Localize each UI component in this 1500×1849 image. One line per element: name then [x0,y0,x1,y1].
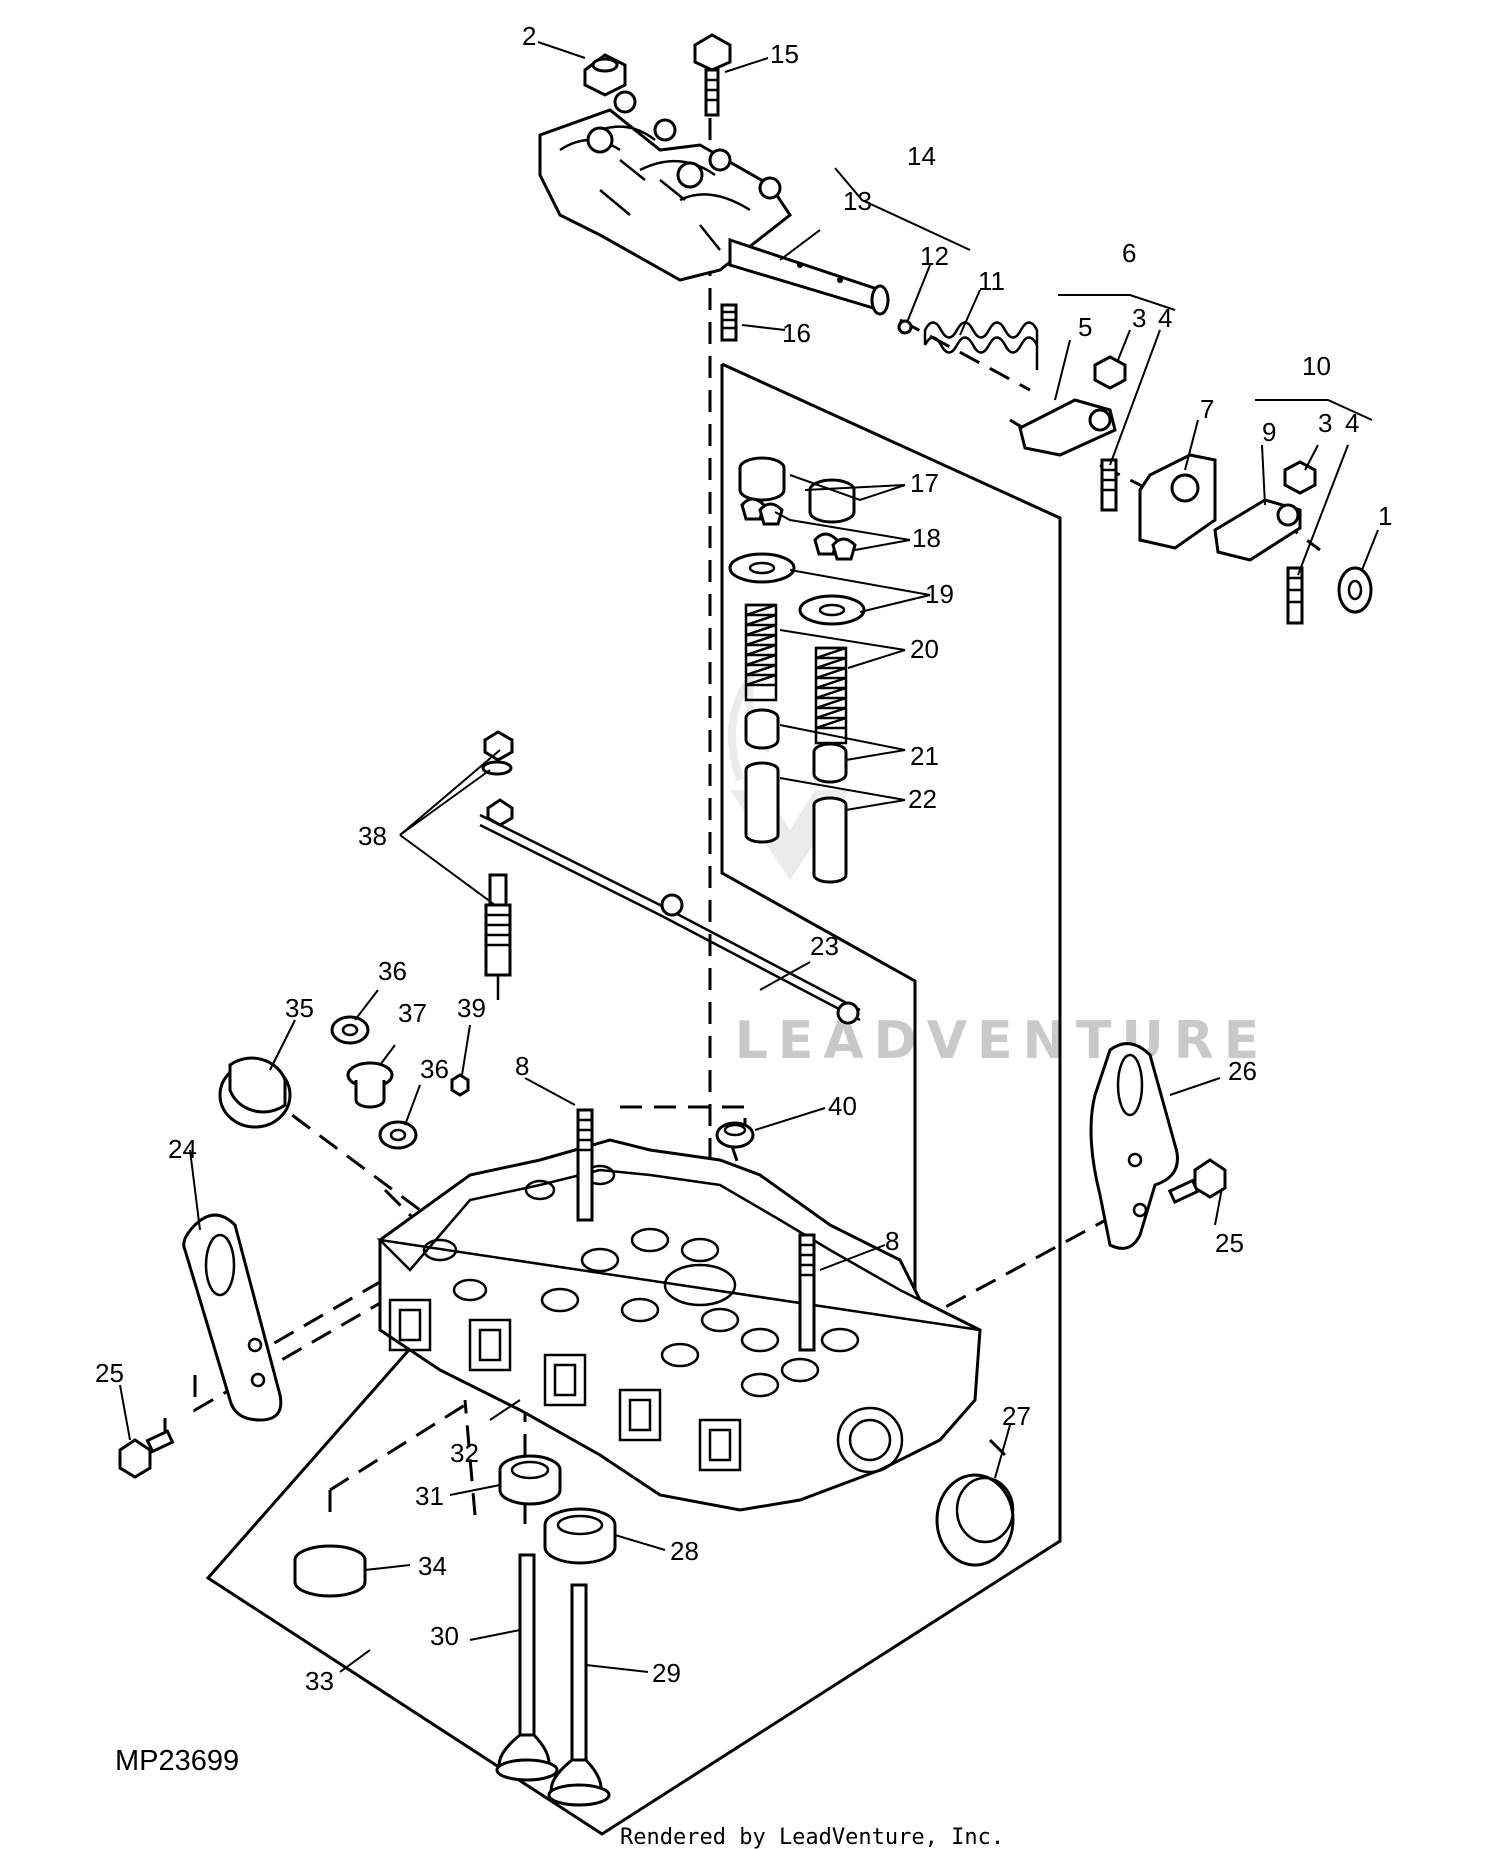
callout-12: 12 [920,241,949,271]
callout-34: 34 [418,1551,447,1581]
callout-5: 5 [1078,312,1092,342]
callout-17: 17 [910,468,939,498]
lift-bracket-right [1089,1042,1179,1250]
callout-14: 14 [907,141,936,171]
cylinder-head [376,1138,982,1512]
glow-plug-bus-bar [479,813,861,1025]
figure-code: MP23699 [115,1745,239,1777]
sleeve [346,1061,394,1109]
callout-25-b: 25 [1215,1228,1244,1258]
bracket-bolt-right [1167,1158,1227,1204]
callout-1: 1 [1378,501,1392,531]
callout-6: 6 [1122,238,1136,268]
valve-seat-insert-lower [543,1507,617,1565]
callout-36-b: 36 [420,1054,449,1084]
spring-retainers [728,552,866,626]
callout-8-b: 8 [885,1226,899,1256]
callout-25-a: 25 [95,1358,124,1388]
nozzle-seal-nut [715,1121,755,1149]
callout-9: 9 [1262,417,1276,447]
rocker-bracket [1138,453,1217,550]
retaining-ring [1337,566,1373,614]
expansion-plug [218,1056,292,1129]
callout-37: 37 [398,998,427,1028]
valve-keepers [740,497,857,561]
assembly-center-lines [163,118,1321,1530]
callout-10: 10 [1302,351,1331,381]
mounting-bolt [693,33,732,117]
callout-31: 31 [415,1481,444,1511]
callout-7: 7 [1200,394,1214,424]
valves [495,1553,611,1807]
render-credit: Rendered by LeadVenture, Inc. [620,1825,1004,1849]
callout-39: 39 [457,993,486,1023]
washer-lower [378,1120,418,1150]
callout-3-a: 3 [1132,303,1146,333]
callout-38: 38 [358,821,387,851]
lift-bracket-left [182,1213,283,1422]
valve-stem-seals [744,708,848,784]
head-studs [576,1108,816,1352]
callout-15: 15 [770,39,799,69]
callout-19: 19 [925,579,954,609]
callout-21: 21 [910,741,939,771]
callout-40: 40 [828,1091,857,1121]
shaft-plug [897,319,913,335]
callout-2: 2 [522,21,536,51]
callout-13: 13 [843,186,872,216]
callout-28: 28 [670,1536,699,1566]
shaft-end-nut [583,53,627,97]
callout-16: 16 [782,318,811,348]
exhaust-seal [935,1473,1015,1567]
rocker-arm-intake [1213,460,1317,562]
adjusting-screw-a [1100,458,1118,512]
callout-11: 11 [978,266,1005,296]
washer-upper [330,1015,370,1045]
callout-3-b: 3 [1318,408,1332,438]
callout-36-a: 36 [378,956,407,986]
leader-lines [119,41,1379,1673]
rocker-arm-assembly [538,90,793,282]
callout-labels: 2 15 14 13 12 11 6 5 3 4 7 10 9 3 4 1 16… [95,21,1392,1696]
callout-32: 32 [450,1438,479,1468]
valve-guides [744,761,848,884]
valve-seat-insert-upper [498,1454,562,1506]
callout-18: 18 [912,523,941,553]
callout-4-b: 4 [1345,408,1359,438]
rocker-shaft [728,237,890,316]
callout-23: 23 [810,931,839,961]
callout-4-a: 4 [1158,303,1172,333]
callout-30: 30 [430,1621,459,1651]
small-nut [450,1073,470,1097]
locating-pin [720,303,738,342]
callout-20: 20 [910,634,939,664]
callout-26: 26 [1228,1056,1257,1086]
cup-plug [293,1544,367,1598]
watermark-text: LEADVENTURE [735,1011,1270,1071]
callout-33: 33 [305,1666,334,1696]
rocker-spring [923,321,1039,370]
valve-springs [744,603,848,745]
glow-plug-hardware [481,730,514,1000]
callout-35: 35 [285,993,314,1023]
adjusting-screw-b [1286,566,1304,625]
callout-24: 24 [168,1134,197,1164]
callout-8-a: 8 [515,1051,529,1081]
callout-22: 22 [908,784,937,814]
callout-27: 27 [1002,1401,1031,1431]
callout-29: 29 [652,1658,681,1688]
bracket-bolt-left [118,1429,175,1479]
rocker-arm-exhaust [1018,355,1127,457]
valve-train-frame [205,362,1062,1836]
